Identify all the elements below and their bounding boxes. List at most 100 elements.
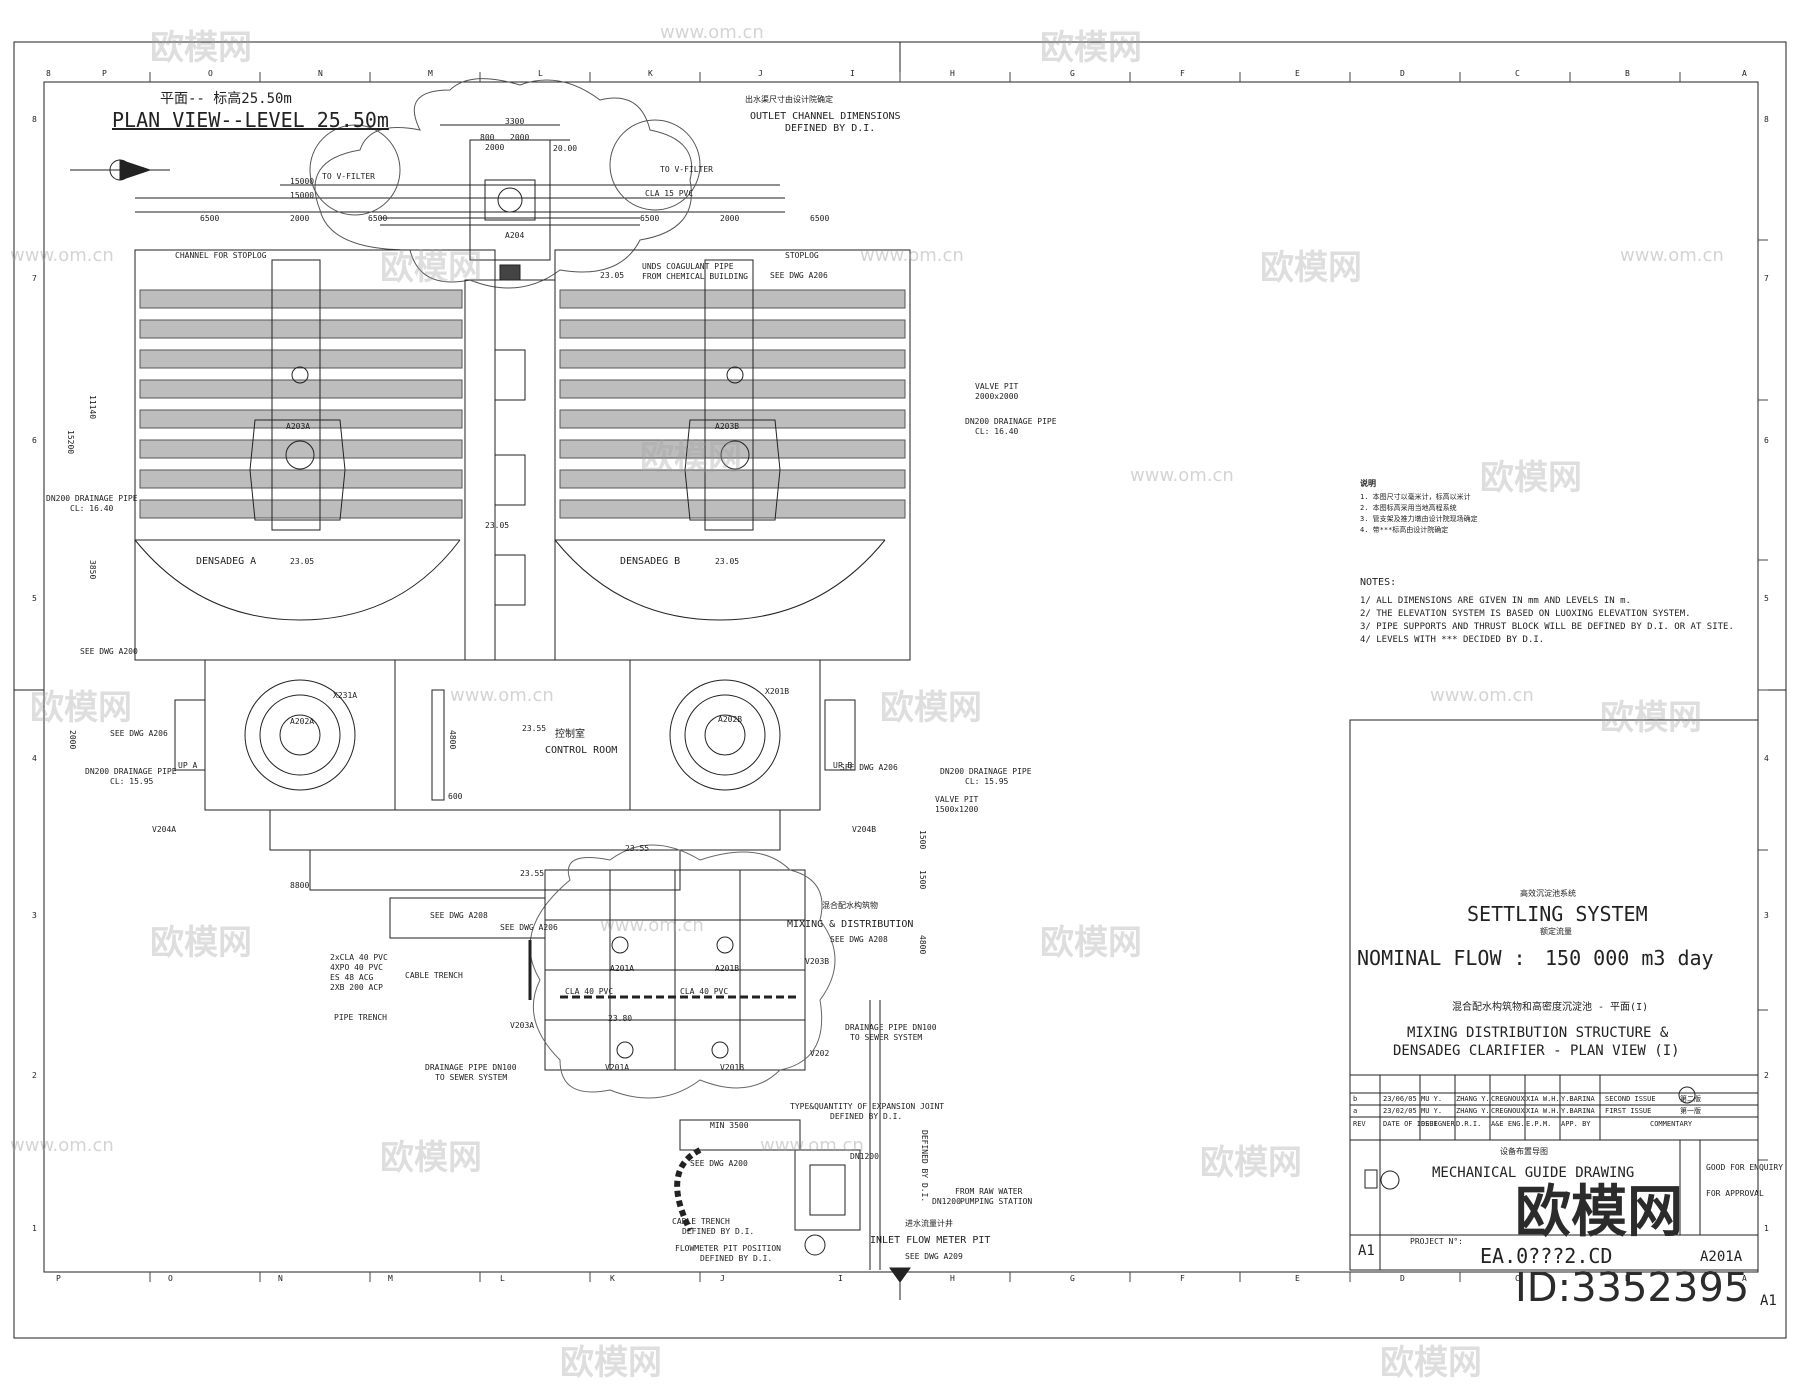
flowmeter-position: FLOWMETER PIT POSITION [675,1244,781,1253]
grid-top-letter: D [1400,69,1405,78]
dn200-right-label: DN200 DRAINAGE PIPE [965,417,1057,426]
note-line: 3/ PIPE SUPPORTS AND THRUST BLOCK WILL B… [1360,622,1734,632]
grid-right-number: 1 [1764,1224,1769,1233]
grid-left-number: 6 [32,436,37,445]
watermark-brand: 欧模网 [1040,28,1142,68]
dim-15000-a: 15000 [290,177,315,186]
densadeg-b-label: DENSADEG B [620,556,681,567]
dim-2000-e: 2000 [68,730,77,750]
revision-header-cell: REV [1353,1120,1366,1128]
dim-4800-b: 4800 [918,935,927,955]
watermark-url: www.om.cn [760,1135,864,1156]
grid-top-letter: A [1742,69,1747,78]
dim-6500-b: 6500 [368,214,388,223]
grid-left-number: 4 [32,754,37,763]
inlet-pit-cn: 进水流量计井 [905,1219,953,1228]
pipe-trench-label: PIPE TRENCH [334,1013,387,1022]
watermark-brand: 欧模网 [1040,923,1142,963]
level-2305-a: 23.05 [600,271,625,280]
project-label: PROJECT N°: [1410,1237,1463,1246]
to-vfilter-right: TO V-FILTER [660,165,713,174]
dim-600: 600 [448,792,463,801]
expansion-joint-label: TYPE&QUANTITY OF EXPANSION JOINT [790,1102,945,1111]
valve-pit-right-label: VALVE PIT [975,382,1019,391]
watermark-brand: 欧模网 [1380,1343,1482,1383]
revision-header-cell: A&E ENG. [1491,1120,1525,1128]
grid-left-number: 2 [32,1071,37,1080]
v203a-label: V203A [510,1021,535,1030]
dim-2000-c: 2000 [290,214,310,223]
note-cn-line: 2. 本图标高采用当地高程系统 [1360,504,1457,512]
revision-cell: Y.BARINA [1561,1095,1595,1103]
see-a206-left: SEE DWG A206 [110,729,168,738]
grid-top-letter: 8 [46,69,51,78]
a202b-label: A202B [718,715,743,724]
dim-6500-d: 6500 [810,214,830,223]
dim-1500-b: 1500 [918,870,927,890]
grid-bottom-letter: C [1515,1274,1520,1283]
dn1200-a-label: DN1200 [850,1152,879,1161]
plan-title-cn: 平面-- 标高25.50m [160,91,292,107]
dim-6500-a: 6500 [200,214,220,223]
channel-stoplog-label: CHANNEL FOR STOPLOG [175,251,267,260]
grid-left-number: 1 [32,1224,37,1233]
watermark-brand: 欧模网 [150,28,252,68]
densadeg-a-label: DENSADEG A [196,556,257,567]
to-vfilter-left: TO V-FILTER [322,172,375,181]
dn200-left2-label: DN200 DRAINAGE PIPE [85,767,177,776]
revision-cell: ZHANG Y. [1456,1095,1490,1103]
grid-right-number: 5 [1764,594,1769,603]
see-a200-left: SEE DWG A200 [80,647,138,656]
v204a-label: V204A [152,825,177,834]
revision-cell: 第一版 [1680,1107,1701,1115]
see-a206-right: SEE DWG A206 [840,763,898,772]
revision-cell: SECOND ISSUE [1605,1095,1656,1103]
grid-top-letter: F [1180,69,1185,78]
grid-top-letter: H [950,69,955,78]
dim-min-3500: MIN 3500 [710,1121,749,1130]
revision-cell: CREGNOUX [1491,1095,1525,1103]
watermark-brand: 欧模网 [1600,698,1702,738]
note-line: 2/ THE ELEVATION SYSTEM IS BASED ON LUOX… [1360,609,1691,619]
revision-cell: XIA W.H. [1526,1095,1560,1103]
x201b-label: X201B [765,687,790,696]
grid-bottom-letter: F [1180,1274,1185,1283]
dim-3300: 3300 [505,117,525,126]
grid-top-letter: E [1295,69,1300,78]
level-2305-c: 23.05 [290,557,315,566]
drawing-title-cn: 混合配水构筑物和高密度沉淀池 - 平面(I) [1452,1002,1649,1013]
dim-3850: 3850 [88,560,97,580]
dim-2000-a: 2000 [510,133,530,142]
watermark-brand: 欧模网 [880,688,982,728]
drawing-title-en2: DENSADEG CLARIFIER - PLAN VIEW (I) [1393,1043,1680,1059]
grid-bottom-letter: B [1625,1274,1630,1283]
grid-bottom-letter: M [388,1274,393,1283]
v202-label: V202 [810,1049,830,1058]
good-for-enquiry: GOOD FOR ENQUIRY [1706,1163,1784,1172]
grid-right-number: 3 [1764,911,1769,920]
grid-top-letter: G [1070,69,1075,78]
grid-right-number: 8 [1764,115,1769,124]
note-cn-line: 4. 带***标高由设计院确定 [1360,526,1449,534]
from-raw-label-2: PUMPING STATION [960,1197,1033,1206]
dim-15200: 15200 [66,430,75,455]
revision-header-cell: E.P.M. [1526,1120,1552,1128]
level-2305-b: 23.05 [485,521,510,530]
drawing-number: EA.0???2.CD [1480,1244,1613,1268]
a201a-label: A201A [610,964,635,973]
level-2000: 20.00 [553,144,578,153]
trench-pipe-item: 4XPO 40 PVC [330,963,383,972]
outlet-cn: 出水渠尺寸由设计院确定 [745,95,833,104]
revision-header-cell: DESIGNER [1421,1120,1455,1128]
watermark-brand: 欧模网 [1200,1143,1302,1183]
outlet-en2: DEFINED BY D.I. [785,123,876,134]
outlet-en: OUTLET CHANNEL DIMENSIONS [750,111,901,122]
valve-pit-right2-dim: 1500x1200 [935,805,979,814]
revision-cell: a [1353,1107,1358,1115]
grid-bottom-letter: L [500,1274,505,1283]
dim-15000-b: 15000 [290,191,315,200]
cable-trench2-label-b: DEFINED BY D.I. [682,1227,755,1236]
level-2355-a: 23.55 [522,724,547,733]
flow-cn: 额定流量 [1540,927,1572,936]
revision-header-cell: DATE OF ISSUE [1383,1120,1438,1128]
